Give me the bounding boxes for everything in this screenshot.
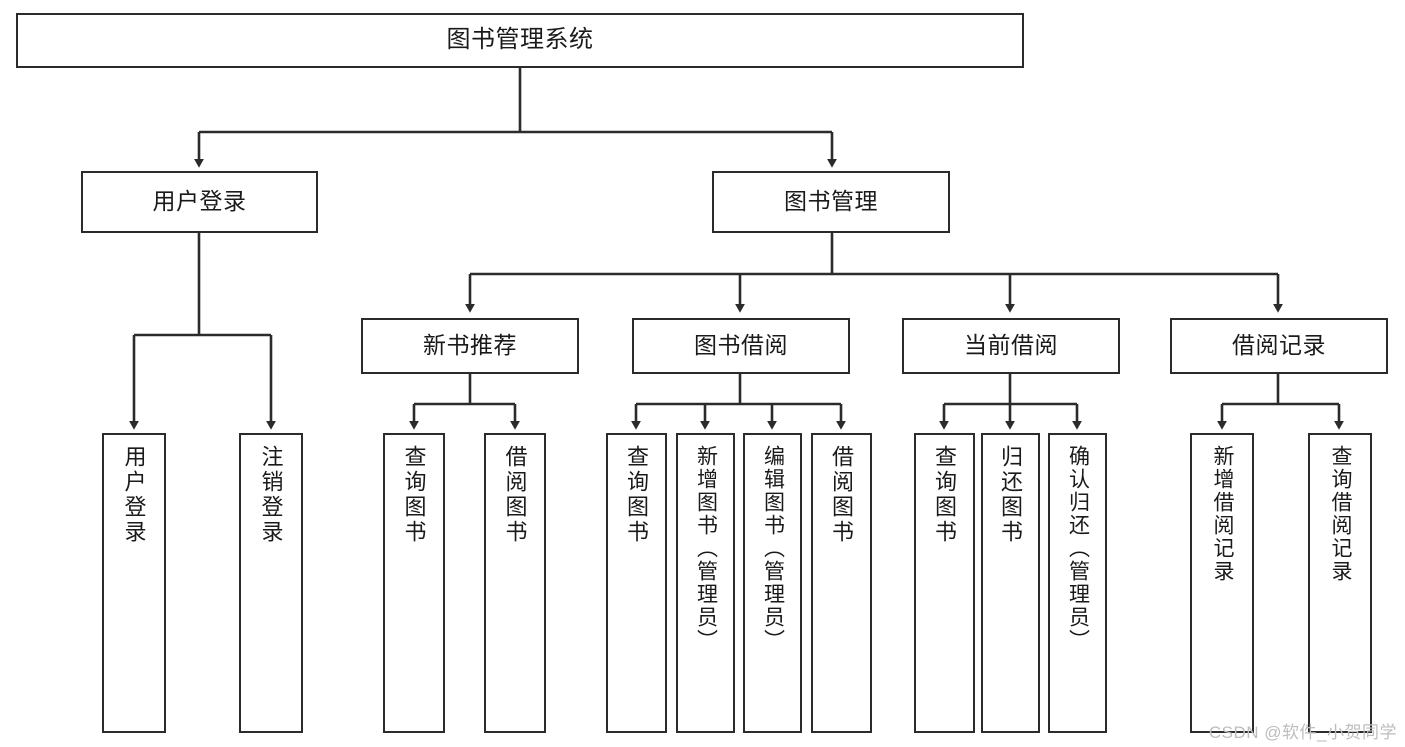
node-label: 用户登录 (152, 188, 247, 215)
leaf-add-borrowing-record[interactable]: 新增借阅记录 (1190, 433, 1254, 733)
leaf-user-login[interactable]: 用户登录 (102, 433, 166, 733)
leaf-logout[interactable]: 注销登录 (239, 433, 303, 733)
node-label: 借阅图书 (502, 445, 528, 545)
node-user-login[interactable]: 用户登录 (81, 171, 318, 233)
leaf-query-borrowing-record[interactable]: 查询借阅记录 (1308, 433, 1372, 733)
node-label: 当前借阅 (964, 332, 1058, 359)
node-book-management[interactable]: 图书管理 (712, 171, 950, 233)
leaf-borrow-book-borrowing[interactable]: 借阅图书 (811, 433, 872, 733)
leaf-return-book[interactable]: 归还图书 (981, 433, 1040, 733)
leaf-add-book-admin[interactable]: 新增图书（管理员） (676, 433, 735, 733)
leaf-query-book-current[interactable]: 查询图书 (914, 433, 975, 733)
node-label: 新增借阅记录 (1211, 445, 1235, 583)
node-label: 借阅记录 (1232, 332, 1326, 359)
node-label: 查询图书 (401, 445, 427, 545)
leaf-edit-book-admin[interactable]: 编辑图书（管理员） (743, 433, 802, 733)
node-label: 查询图书 (624, 445, 650, 545)
node-current-borrowing[interactable]: 当前借阅 (902, 318, 1120, 374)
node-borrowing-record[interactable]: 借阅记录 (1170, 318, 1388, 374)
csdn-watermark: CSDN @软件_小贺同学 (1208, 723, 1397, 742)
node-label: 图书借阅 (694, 332, 788, 359)
node-label: 借阅图书 (829, 445, 855, 545)
node-label: 查询借阅记录 (1329, 445, 1353, 583)
leaf-confirm-return-admin[interactable]: 确认归还（管理员） (1048, 433, 1107, 733)
node-label: 用户登录 (121, 445, 147, 545)
node-label: 图书管理系统 (446, 26, 594, 54)
node-label: 新增图书（管理员） (694, 445, 718, 652)
leaf-query-book-borrowing[interactable]: 查询图书 (606, 433, 667, 733)
leaf-query-book-recommendation[interactable]: 查询图书 (383, 433, 445, 733)
node-label: 查询图书 (932, 445, 958, 545)
node-label: 确认归还（管理员） (1066, 445, 1090, 652)
node-book-borrowing[interactable]: 图书借阅 (632, 318, 850, 374)
node-label: 编辑图书（管理员） (761, 445, 785, 652)
node-root-book-management-system[interactable]: 图书管理系统 (16, 13, 1024, 68)
node-label: 新书推荐 (423, 332, 517, 359)
node-label: 注销登录 (258, 445, 284, 545)
node-label: 归还图书 (998, 445, 1024, 545)
leaf-borrow-book-recommendation[interactable]: 借阅图书 (484, 433, 546, 733)
node-label: 图书管理 (784, 188, 878, 215)
node-new-book-recommendation[interactable]: 新书推荐 (361, 318, 579, 374)
